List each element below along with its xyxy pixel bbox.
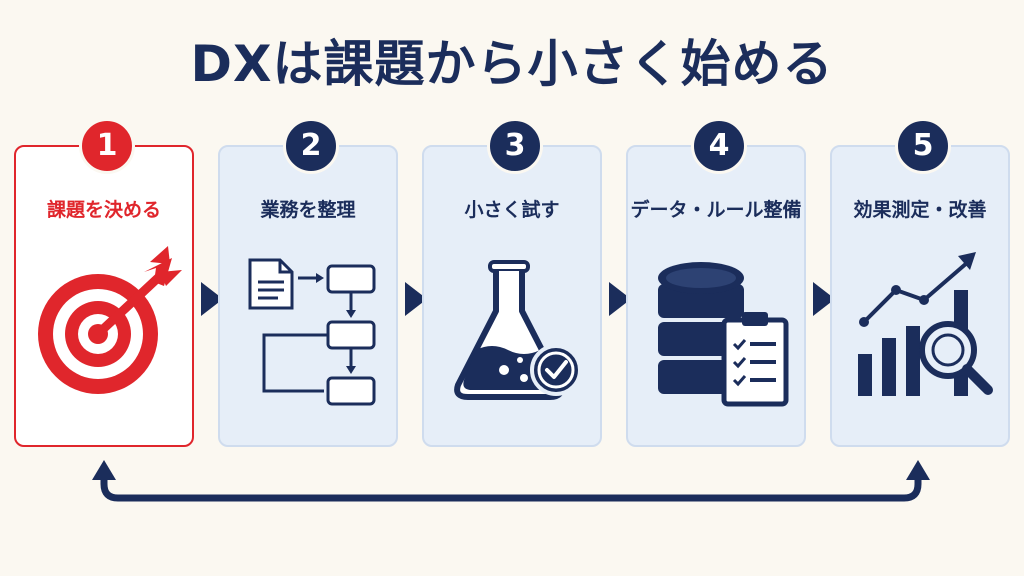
- step-label: データ・ルール整備: [630, 199, 802, 221]
- chevron-right-icon: [405, 282, 427, 316]
- step-card-3: 3 小さく試す: [422, 118, 602, 447]
- target-arrow-icon: [38, 246, 182, 394]
- step-label: 小さく試す: [464, 199, 560, 221]
- step-number-badge: 3: [487, 118, 543, 174]
- step-label: 効果測定・改善: [853, 199, 987, 221]
- flask-check-icon: [454, 260, 582, 400]
- step-card-2: 2 業務を整理: [218, 118, 398, 447]
- chart-magnifier-icon: [858, 252, 993, 396]
- step-label: 課題を決める: [46, 199, 161, 221]
- step-card-5: 5 効果測定・改善: [830, 118, 1010, 447]
- step-number-badge: 1: [79, 118, 135, 174]
- step-number-badge: 4: [691, 118, 747, 174]
- step-number-badge: 2: [283, 118, 339, 174]
- step-card-4: 4 データ・ルール整備: [626, 118, 806, 447]
- chevron-right-icon: [813, 282, 835, 316]
- page-title: DXは課題から小さく始める: [190, 35, 834, 93]
- step-number-badge: 5: [895, 118, 951, 174]
- chevron-right-icon: [201, 282, 223, 316]
- database-checklist-icon: [658, 262, 789, 407]
- step-card-1: 1 課題を決める: [14, 118, 194, 447]
- step-label: 業務を整理: [260, 199, 356, 221]
- chevron-right-icon: [609, 282, 631, 316]
- workflow-icon: [248, 258, 376, 406]
